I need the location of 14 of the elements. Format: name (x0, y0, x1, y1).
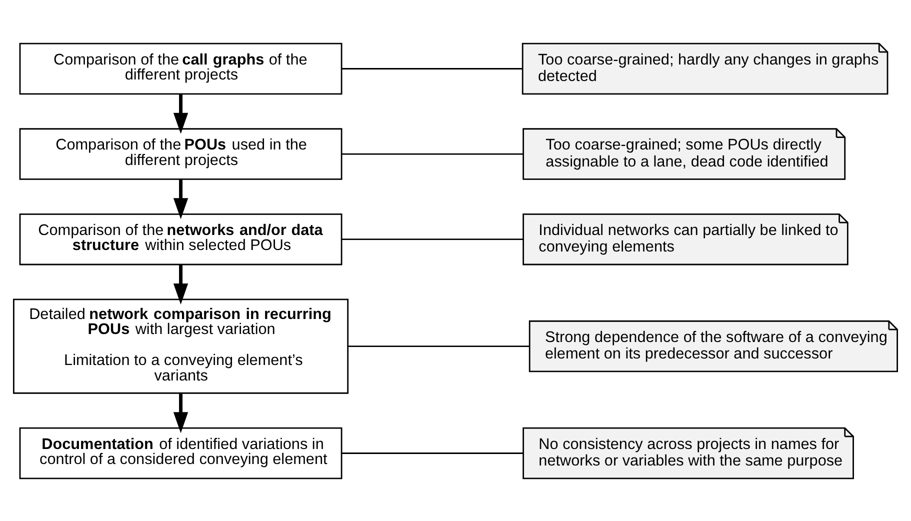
connector (348, 345, 530, 346)
node-box: Comparison of the networks and/or data structure within selected POUs (19, 212, 342, 265)
arrow (173, 393, 188, 433)
arrow (173, 264, 188, 304)
connector (342, 68, 522, 69)
connector (342, 152, 524, 154)
node-box: Comparison of the POUs used in the different projects (19, 128, 342, 180)
node-box: Detailed network comparison in recurring POUs with largest variation Limitation to a conveying element’s variants (13, 298, 349, 394)
connector (342, 452, 524, 454)
arrow (173, 178, 188, 219)
node-box: Documentation of identified variations in control of a considered conveying element (19, 426, 342, 479)
arrow (173, 94, 188, 134)
connector (342, 238, 524, 240)
node-box: Comparison of the call graphs of the different projects (19, 42, 342, 94)
